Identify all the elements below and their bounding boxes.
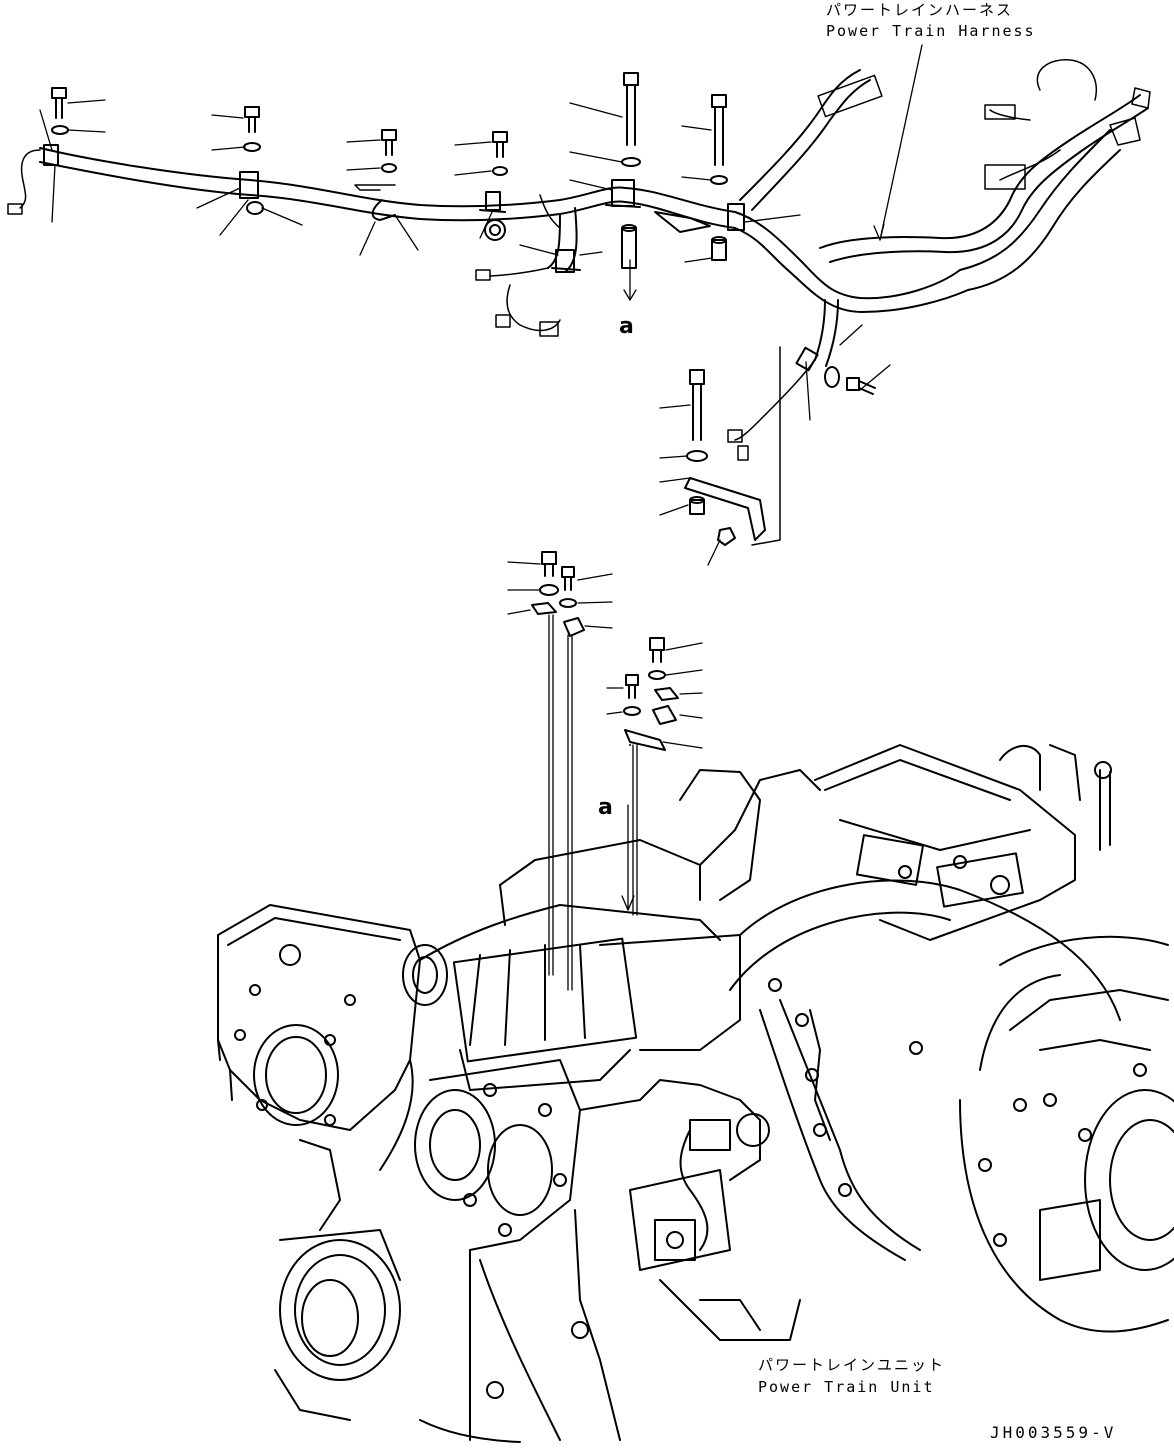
unit-label-en: Power Train Unit (758, 1378, 935, 1396)
bracket-assembly (659, 324, 891, 566)
power-train-unit (217, 744, 1174, 1443)
view-marker-top: a (619, 314, 634, 339)
harness-main-tube (39, 69, 1149, 367)
harness-label-jp: パワートレインハーネス (826, 1, 1014, 19)
drawing-code: JH003559-V (990, 1423, 1117, 1442)
unit-label-jp: パワートレインユニット (758, 1356, 946, 1374)
bolt-set-upper (51, 72, 728, 185)
view-marker-bottom: a (598, 795, 613, 820)
harness-branches (7, 59, 1151, 461)
bolt-set-valve (507, 551, 703, 991)
harness-label-en: Power Train Harness (826, 22, 1036, 40)
leader-lines (39, 44, 923, 301)
